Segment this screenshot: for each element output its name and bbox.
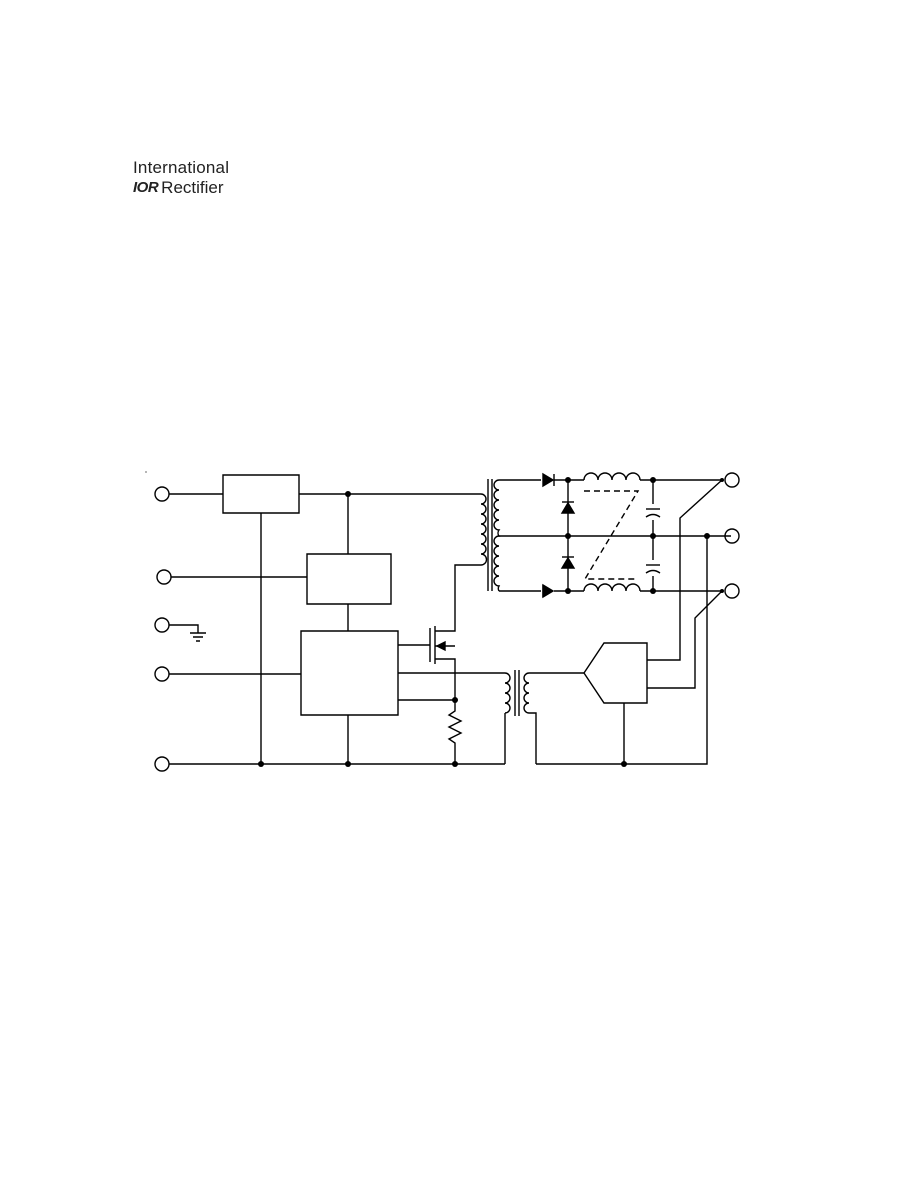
- logo-line-2: IOR Rectifier: [133, 178, 229, 198]
- feedback-transformer: [398, 670, 584, 764]
- terminal-in-4: [155, 667, 169, 681]
- terminal-in-2: [157, 570, 171, 584]
- output-terminals: [725, 473, 739, 598]
- terminal-return: [155, 757, 169, 771]
- terminal-ground: [155, 618, 169, 632]
- ground-symbol: [169, 625, 206, 641]
- mosfet-switch: [430, 565, 481, 700]
- sense-lines: [624, 480, 722, 764]
- secondary-rails: [499, 480, 731, 591]
- error-amplifier: [584, 643, 647, 703]
- filter-block: [223, 475, 299, 513]
- output-capacitors: [646, 504, 660, 576]
- amplifier-return: [536, 703, 624, 764]
- pwm-controller-block: [301, 631, 398, 715]
- junction-dots: [258, 477, 724, 767]
- sense-resistor: [449, 700, 461, 764]
- logo-text-international: International: [133, 158, 230, 177]
- company-logo: International IOR Rectifier: [133, 158, 229, 198]
- logo-mark-ior: IOR: [133, 179, 159, 196]
- speck: [145, 471, 147, 473]
- power-transformer: [481, 479, 499, 591]
- terminal-out-positive: [725, 473, 739, 487]
- rectifier-diodes: [541, 474, 574, 597]
- terminal-out-common: [725, 529, 739, 543]
- auxiliary-supply-block: [307, 554, 391, 604]
- terminal-in-1: [155, 487, 169, 501]
- output-inductors: [584, 473, 640, 591]
- terminal-out-negative: [725, 584, 739, 598]
- input-terminals: [155, 487, 171, 771]
- logo-text-rectifier: Rectifier: [161, 178, 224, 197]
- input-wiring: [169, 494, 505, 764]
